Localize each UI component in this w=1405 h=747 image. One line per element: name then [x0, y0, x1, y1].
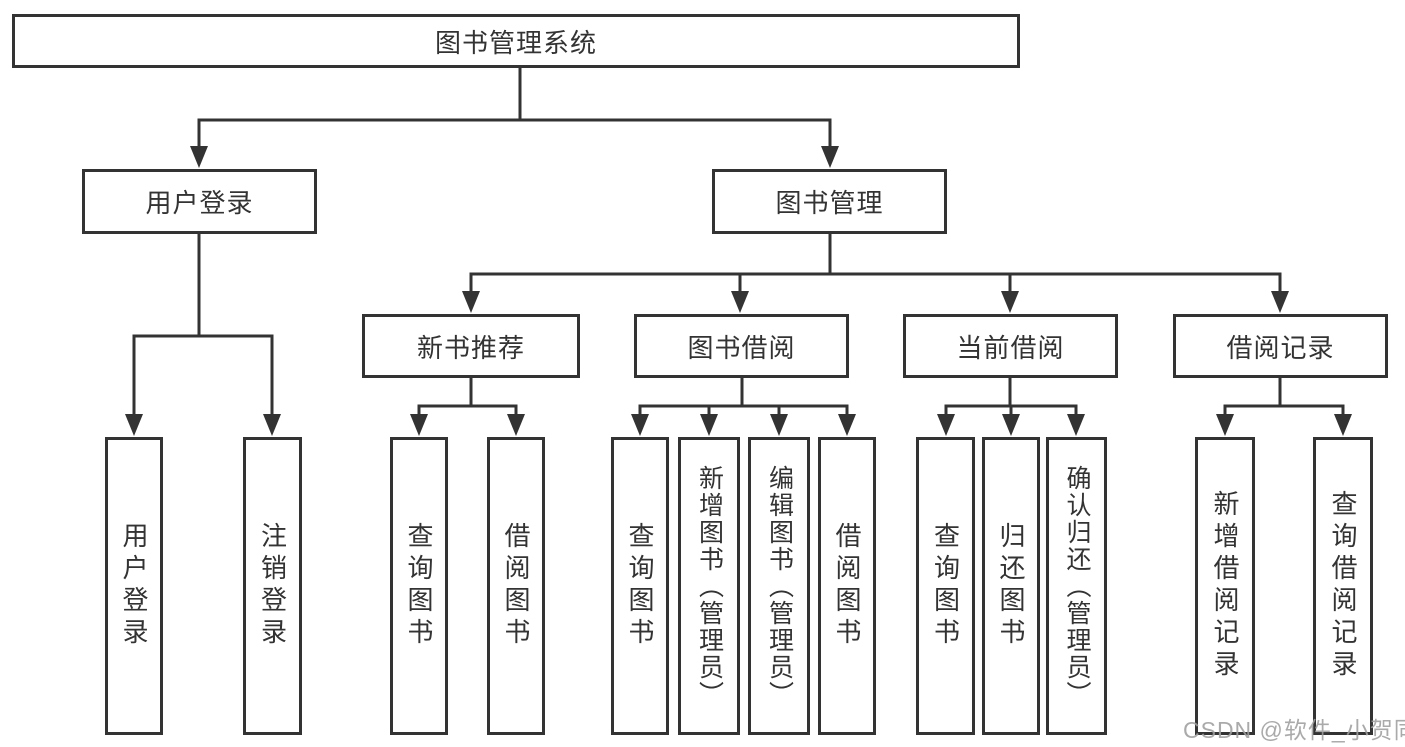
- node-user-login: 用户登录: [82, 169, 317, 234]
- node-label: 查询图书: [625, 522, 655, 650]
- leaf-return-books: 归还图书: [982, 437, 1040, 735]
- leaf-logout: 注销登录: [243, 437, 302, 735]
- leaf-query-books-1: 查询图书: [390, 437, 448, 735]
- node-new-book-recommendation: 新书推荐: [362, 314, 580, 378]
- node-label: 编辑图书（管理员）: [765, 464, 794, 708]
- leaf-borrow-books-2: 借阅图书: [818, 437, 876, 735]
- node-current-borrowing: 当前借阅: [903, 314, 1118, 378]
- node-label: 归还图书: [996, 522, 1026, 650]
- node-library-management-system: 图书管理系统: [12, 14, 1020, 68]
- node-label: 新书推荐: [416, 332, 525, 363]
- node-label: 借阅记录: [1226, 332, 1335, 363]
- leaf-query-books-2: 查询图书: [611, 437, 669, 735]
- leaf-borrow-books-1: 借阅图书: [487, 437, 545, 735]
- node-label: 借阅图书: [832, 522, 862, 650]
- leaf-query-borrow-record: 查询借阅记录: [1313, 437, 1373, 735]
- node-book-borrowing: 图书借阅: [634, 314, 849, 378]
- node-label: 借阅图书: [501, 522, 531, 650]
- node-label: 查询借阅记录: [1328, 490, 1358, 682]
- node-book-management: 图书管理: [712, 169, 947, 234]
- node-borrowing-records: 借阅记录: [1173, 314, 1388, 378]
- connector-book-mgmt-to-level3: [462, 232, 1289, 313]
- node-label: 注销登录: [257, 522, 288, 650]
- node-label: 图书管理: [775, 188, 884, 218]
- connector-new-book-rec-to-leaves: [410, 376, 525, 436]
- leaf-add-books-admin: 新增图书（管理员）: [678, 437, 740, 735]
- node-label: 图书管理系统: [434, 27, 597, 58]
- node-label: 图书借阅: [687, 332, 796, 363]
- node-label: 确认归还（管理员）: [1063, 464, 1091, 708]
- node-label: 新增借阅记录: [1210, 490, 1240, 682]
- connector-borrow-record-to-leaves: [1216, 376, 1352, 436]
- leaf-query-books-3: 查询图书: [916, 437, 975, 735]
- connector-current-borrow-to-leaves: [937, 376, 1085, 436]
- node-label: 用户登录: [119, 522, 149, 650]
- node-label: 查询图书: [404, 522, 434, 650]
- connector-root-to-level2: [190, 66, 839, 168]
- connector-book-borrow-to-leaves: [631, 376, 856, 436]
- csdn-watermark: CSDN @软件_小贺同学: [1183, 717, 1405, 743]
- node-label: 用户登录: [145, 188, 254, 218]
- node-label: 新增图书（管理员）: [695, 464, 724, 708]
- connector-user-login-to-leaves: [125, 232, 281, 436]
- leaf-user-login: 用户登录: [105, 437, 163, 735]
- node-label: 当前借阅: [956, 332, 1065, 363]
- leaf-confirm-return-admin: 确认归还（管理员）: [1046, 437, 1107, 735]
- node-label: 查询图书: [930, 522, 961, 650]
- leaf-edit-books-admin: 编辑图书（管理员）: [748, 437, 810, 735]
- leaf-add-borrow-record: 新增借阅记录: [1195, 437, 1255, 735]
